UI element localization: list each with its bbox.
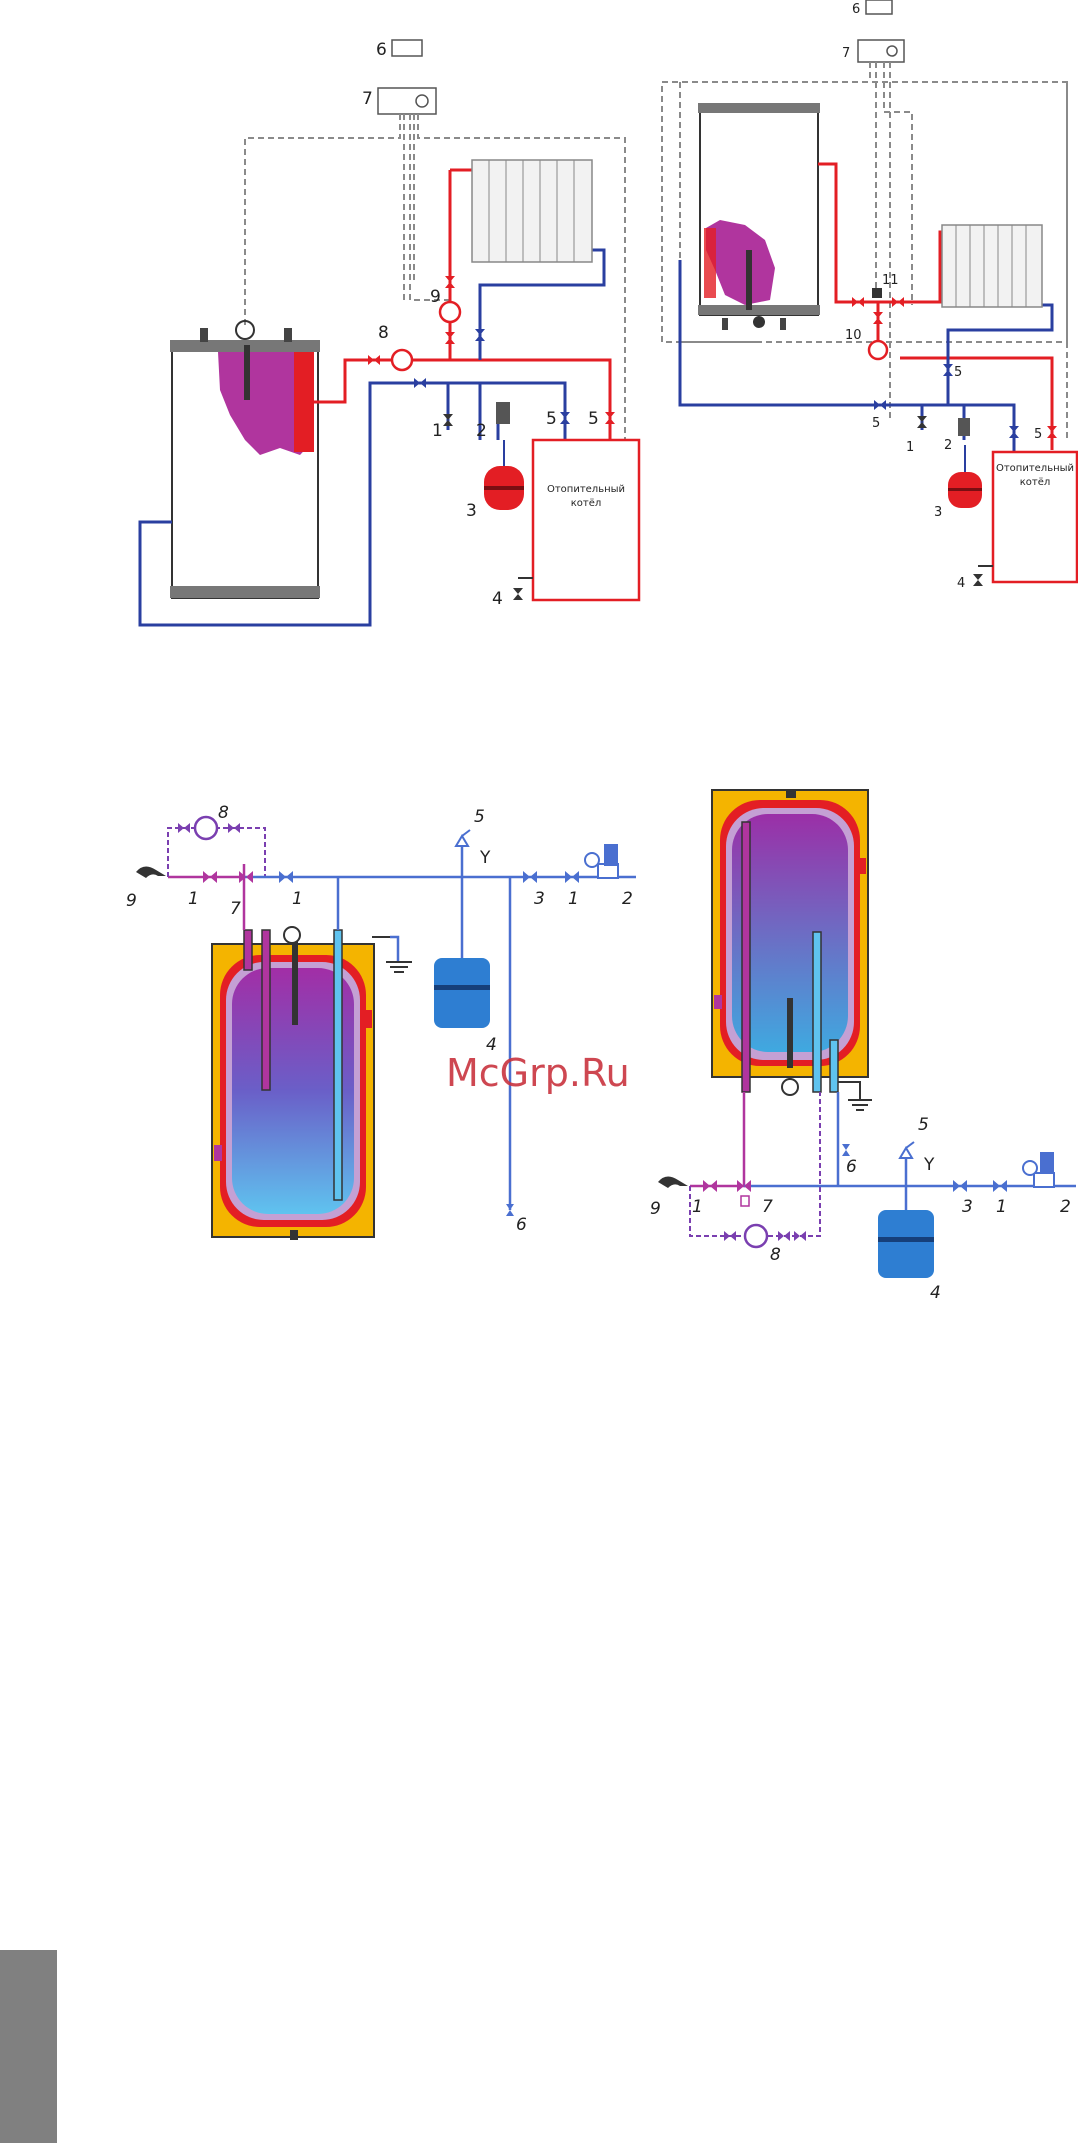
boiler-text-2: котёл xyxy=(571,498,602,509)
pump-icon xyxy=(440,302,460,322)
scheme-1: Отопительный котёл 6 7 8 9 1 2 5 5 3 4 xyxy=(140,40,639,625)
label-3: 3 xyxy=(934,505,942,520)
label-3: 3 xyxy=(534,889,545,909)
label-5b: 5 xyxy=(872,416,880,431)
label-4: 4 xyxy=(492,589,503,609)
label-5a: 5 xyxy=(546,409,557,429)
label-11: 11 xyxy=(882,273,899,288)
expansion-tank xyxy=(878,1210,934,1278)
radiator xyxy=(942,225,1042,307)
label-8: 8 xyxy=(378,323,389,343)
label-2: 2 xyxy=(944,438,952,453)
label-7: 7 xyxy=(362,89,373,109)
label-5: 5 xyxy=(918,1115,929,1135)
heating-boiler xyxy=(533,440,639,600)
label-6: 6 xyxy=(846,1157,857,1177)
label-4: 4 xyxy=(957,576,965,591)
label-8: 8 xyxy=(770,1245,781,1265)
label-5a: 5 xyxy=(954,365,962,380)
label-2: 2 xyxy=(476,421,487,441)
boiler-text-1: Отопительный xyxy=(996,463,1074,474)
label-3: 3 xyxy=(962,1197,973,1217)
label-1c: 1 xyxy=(568,889,579,909)
scheme-3: 8 9 1 7 1 5 Y 3 1 2 4 6 xyxy=(126,803,636,1240)
watermark: McGrp.Ru xyxy=(446,1051,630,1095)
label-6: 6 xyxy=(852,2,860,17)
label-5: 5 xyxy=(474,807,485,827)
label-6: 6 xyxy=(516,1215,527,1235)
label-1b: 1 xyxy=(996,1197,1007,1217)
label-7: 7 xyxy=(230,899,241,919)
label-1: 1 xyxy=(432,421,443,441)
label-6: 6 xyxy=(376,40,387,60)
boiler-text-1: Отопительный xyxy=(547,484,625,495)
label-9: 9 xyxy=(126,891,137,911)
label-5c: 5 xyxy=(1034,427,1042,442)
label-10: 10 xyxy=(845,328,862,343)
label-7: 7 xyxy=(762,1197,773,1217)
radiator xyxy=(472,160,592,262)
expansion-tank xyxy=(434,958,490,1028)
label-2: 2 xyxy=(1060,1197,1071,1217)
scheme-2: Отопительный котёл 6 7 11 10 5 5 1 2 5 3… xyxy=(662,0,1077,591)
label-8: 8 xyxy=(218,803,229,823)
sensor-box xyxy=(392,40,422,56)
label-4: 4 xyxy=(930,1283,941,1303)
scheme-4: 5 Y 6 9 1 7 3 1 2 8 4 xyxy=(650,790,1076,1303)
label-y: Y xyxy=(479,848,491,868)
label-y: Y xyxy=(923,1155,935,1175)
pump-icon xyxy=(745,1225,767,1247)
label-9: 9 xyxy=(430,287,441,307)
label-7: 7 xyxy=(842,46,850,61)
pump-icon xyxy=(195,817,217,839)
label-5b: 5 xyxy=(588,409,599,429)
sensor-box xyxy=(866,0,892,14)
label-1a: 1 xyxy=(692,1197,703,1217)
label-1b: 1 xyxy=(292,889,303,909)
label-1: 1 xyxy=(906,440,914,455)
label-1a: 1 xyxy=(188,889,199,909)
boiler-text-2: котёл xyxy=(1020,477,1051,488)
pump-icon xyxy=(392,350,412,370)
label-9: 9 xyxy=(650,1199,661,1219)
label-2: 2 xyxy=(622,889,633,909)
pump-icon xyxy=(869,341,887,359)
label-3: 3 xyxy=(466,501,477,521)
side-tab xyxy=(0,1950,57,2143)
